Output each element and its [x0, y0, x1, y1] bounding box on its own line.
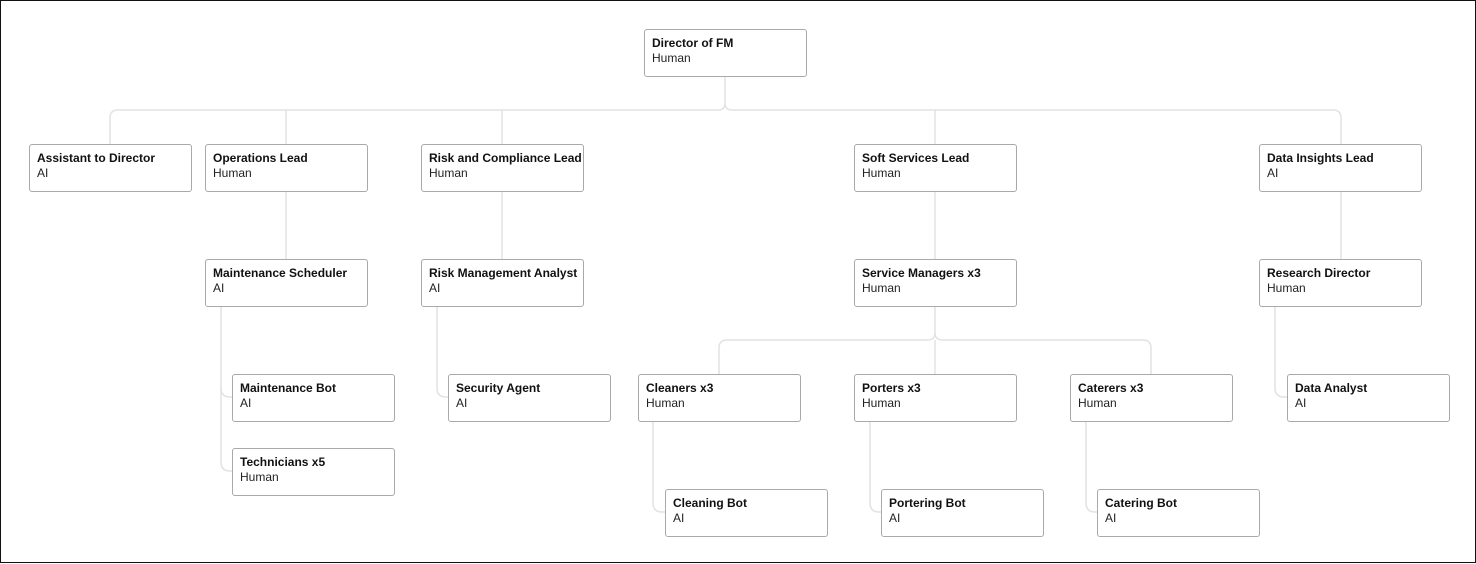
node-title: Cleaning Bot	[673, 496, 747, 510]
node-soft-services-lead[interactable]: Soft Services Lead Human	[854, 144, 1017, 192]
node-title: Caterers x3	[1078, 381, 1144, 395]
node-portering-bot[interactable]: Portering Bot AI	[881, 489, 1044, 537]
node-title: Technicians x5	[240, 455, 326, 469]
node-title: Data Insights Lead	[1267, 151, 1374, 165]
node-title: Risk Management Analyst	[429, 266, 578, 280]
connector	[934, 332, 1152, 374]
node-title: Security Agent	[456, 381, 541, 395]
node-service-managers[interactable]: Service Managers x3 Human	[854, 259, 1017, 307]
node-type: Human	[652, 51, 691, 65]
node-cleaning-bot[interactable]: Cleaning Bot AI	[665, 489, 828, 537]
node-porters[interactable]: Porters x3 Human	[854, 374, 1017, 422]
node-caterers[interactable]: Caterers x3 Human	[1070, 374, 1233, 422]
node-technicians[interactable]: Technicians x5 Human	[232, 448, 395, 496]
node-title: Service Managers x3	[862, 266, 981, 280]
node-director-of-fm[interactable]: Director of FM Human	[644, 29, 807, 77]
node-type: Human	[862, 281, 901, 295]
connector	[724, 102, 1342, 144]
node-type: AI	[889, 511, 901, 525]
connector	[1274, 306, 1287, 398]
node-type: Human	[1078, 396, 1117, 410]
node-maintenance-scheduler[interactable]: Maintenance Scheduler AI	[205, 259, 368, 307]
node-title: Maintenance Scheduler	[213, 266, 348, 280]
node-type: Human	[240, 470, 279, 484]
node-cleaners[interactable]: Cleaners x3 Human	[638, 374, 801, 422]
node-title: Assistant to Director	[37, 151, 156, 165]
connector	[869, 421, 881, 513]
node-title: Director of FM	[652, 36, 734, 50]
node-title: Maintenance Bot	[240, 381, 337, 395]
node-data-analyst[interactable]: Data Analyst AI	[1287, 374, 1450, 422]
node-security-agent[interactable]: Security Agent AI	[448, 374, 611, 422]
node-title: Porters x3	[862, 381, 921, 395]
node-title: Research Director	[1267, 266, 1371, 280]
node-title: Risk and Compliance Lead	[429, 151, 582, 165]
node-type: AI	[673, 511, 685, 525]
connector	[220, 387, 232, 398]
node-type: AI	[456, 396, 468, 410]
node-risk-management-analyst[interactable]: Risk Management Analyst AI	[421, 259, 584, 307]
node-type: Human	[646, 396, 685, 410]
connector	[652, 421, 665, 513]
node-risk-and-compliance-lead[interactable]: Risk and Compliance Lead Human	[421, 144, 584, 192]
node-type: AI	[37, 166, 49, 180]
node-assistant-to-director[interactable]: Assistant to Director AI	[29, 144, 192, 192]
node-title: Soft Services Lead	[862, 151, 970, 165]
node-type: AI	[429, 281, 441, 295]
connector	[109, 76, 726, 144]
node-catering-bot[interactable]: Catering Bot AI	[1097, 489, 1260, 537]
node-research-director[interactable]: Research Director Human	[1259, 259, 1422, 307]
connector	[436, 306, 448, 398]
node-type: Human	[862, 396, 901, 410]
node-type: AI	[240, 396, 252, 410]
node-operations-lead[interactable]: Operations Lead Human	[205, 144, 368, 192]
node-type: Human	[1267, 281, 1306, 295]
node-type: Human	[213, 166, 252, 180]
connector	[220, 306, 232, 472]
connector	[1085, 421, 1097, 513]
node-title: Operations Lead	[213, 151, 308, 165]
connector	[718, 306, 936, 374]
node-type: Human	[429, 166, 468, 180]
node-title: Data Analyst	[1295, 381, 1368, 395]
node-type: AI	[1295, 396, 1307, 410]
node-maintenance-bot[interactable]: Maintenance Bot AI	[232, 374, 395, 422]
node-type: AI	[1105, 511, 1117, 525]
node-title: Cleaners x3	[646, 381, 714, 395]
node-title: Portering Bot	[889, 496, 966, 510]
node-type: Human	[862, 166, 901, 180]
node-data-insights-lead[interactable]: Data Insights Lead AI	[1259, 144, 1422, 192]
node-type: AI	[213, 281, 225, 295]
node-type: AI	[1267, 166, 1279, 180]
node-title: Catering Bot	[1105, 496, 1177, 510]
